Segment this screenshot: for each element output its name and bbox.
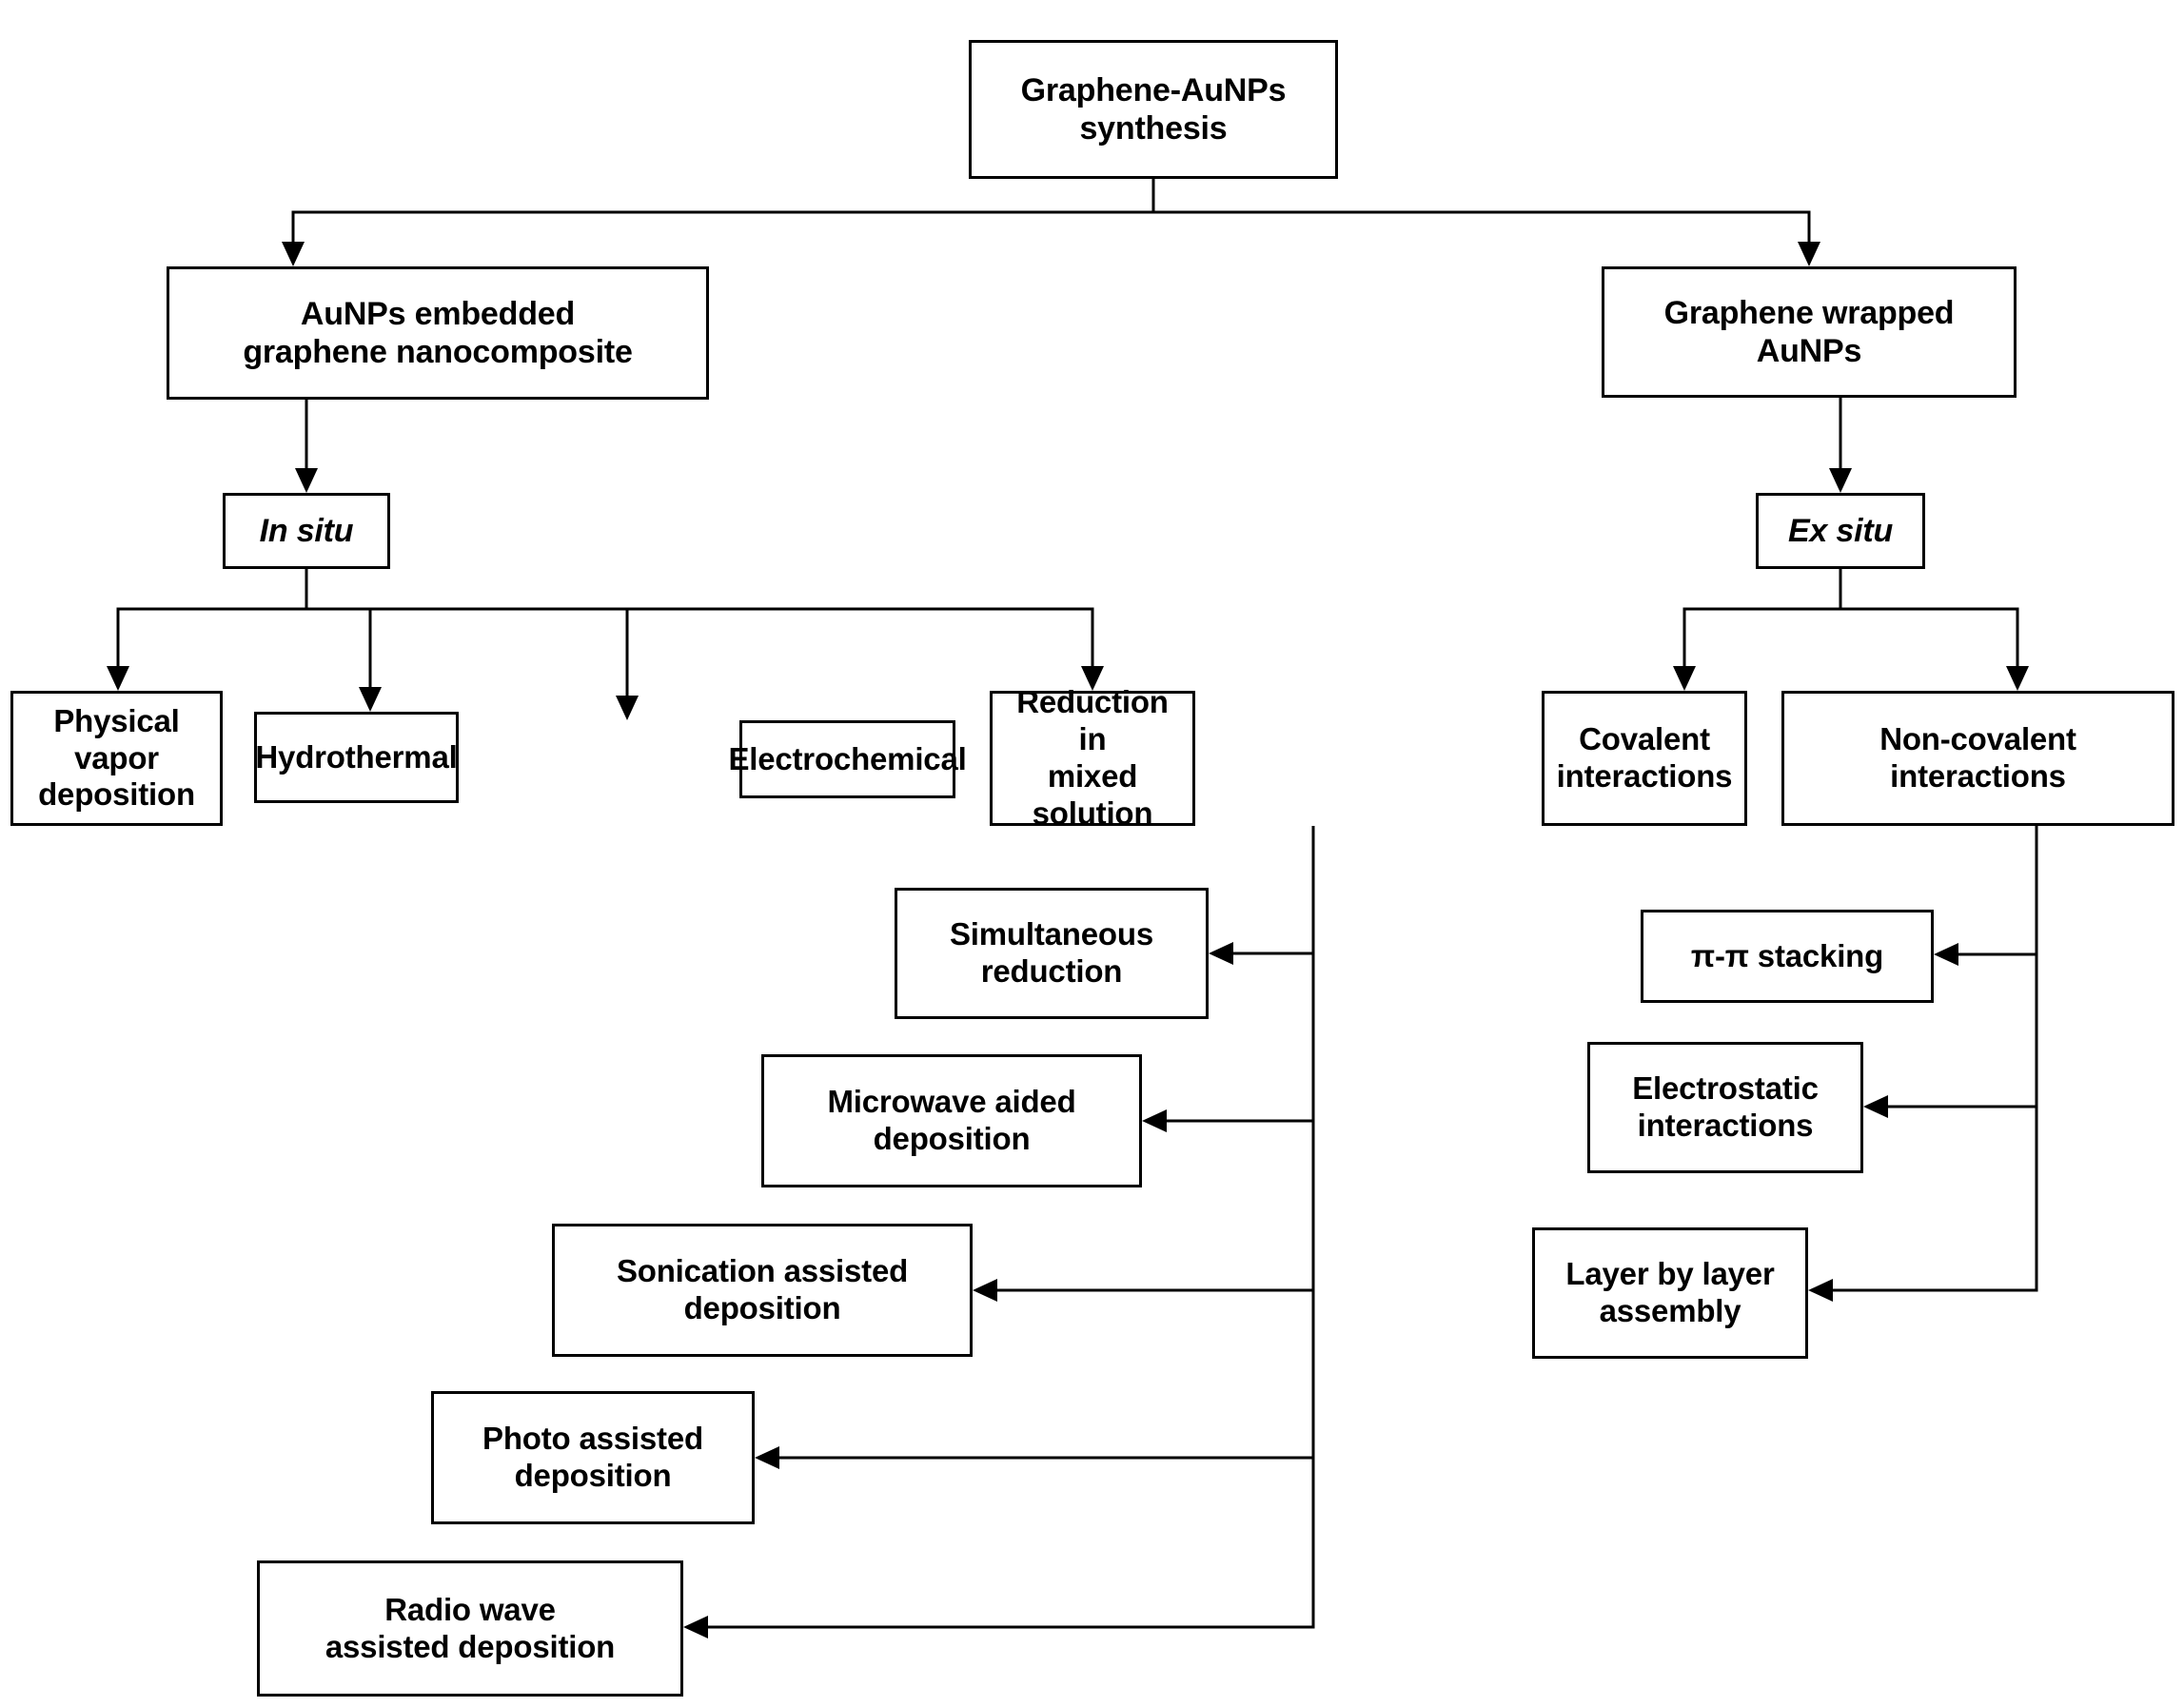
node-root: Graphene-AuNPs synthesis: [969, 40, 1338, 179]
node-label-physical-vapor-deposition: Physical vapor deposition: [38, 702, 195, 813]
node-electrostatic-interactions: Electrostatic interactions: [1587, 1042, 1863, 1173]
node-label-electrostatic-interactions: Electrostatic interactions: [1632, 1070, 1819, 1143]
node-label-ex-situ: Ex situ: [1787, 512, 1894, 549]
node-label-layer-by-layer-assembly: Layer by layer assembly: [1565, 1256, 1775, 1328]
node-layer-by-layer-assembly: Layer by layer assembly: [1532, 1227, 1808, 1359]
node-label-hydrothermal: Hydrothermal: [255, 738, 458, 775]
connector-root-to-aunps-embedded: [282, 179, 1155, 266]
connector-line: [1230, 826, 1315, 955]
node-label-graphene-wrapped: Graphene wrapped AuNPs: [1663, 294, 1955, 369]
node-hydrothermal: Hydrothermal: [254, 712, 459, 803]
connector-line: [1839, 569, 2019, 670]
arrowhead: [2006, 666, 2029, 691]
node-microwave-aided-deposition: Microwave aided deposition: [761, 1054, 1142, 1187]
node-label-aunps-embedded: AuNPs embedded graphene nanocomposite: [243, 295, 633, 370]
node-pi-pi-stacking: π-π stacking: [1641, 910, 1934, 1003]
arrowhead: [616, 696, 639, 720]
arrowhead: [1863, 1095, 1888, 1118]
arrowhead: [683, 1616, 708, 1638]
connector-line: [1955, 826, 2038, 956]
node-label-reduction-in-mixed-solution: Reduction in mixed solution: [1016, 684, 1169, 831]
arrowhead: [1209, 942, 1233, 965]
connector-in-situ-to-electrochemical: [305, 569, 639, 720]
node-radio-wave-assisted-deposition: Radio wave assisted deposition: [257, 1560, 683, 1697]
arrowhead: [973, 1279, 997, 1302]
node-label-electrochemical: Electrochemical: [728, 740, 967, 776]
node-label-simultaneous-reduction: Simultaneous reduction: [950, 916, 1153, 989]
connector-in-situ-to-reduction: [305, 569, 1104, 691]
connector-ex-situ-to-covalent: [1673, 569, 1842, 691]
node-covalent-interactions: Covalent interactions: [1542, 691, 1747, 826]
arrowhead: [1829, 468, 1852, 493]
node-label-pi-pi-stacking: π-π stacking: [1690, 937, 1884, 973]
connector-in-situ-to-hydrothermal: [305, 569, 382, 712]
node-label-photo-assisted-deposition: Photo assisted deposition: [482, 1421, 703, 1493]
arrowhead: [359, 687, 382, 712]
arrowhead: [755, 1446, 779, 1469]
connector-non-covalent-to-pi-pi: [1934, 826, 2038, 966]
node-label-in-situ: In situ: [259, 512, 354, 549]
arrowhead: [1934, 943, 1958, 966]
node-label-radio-wave-assisted-deposition: Radio wave assisted deposition: [325, 1591, 616, 1664]
node-aunps-embedded: AuNPs embedded graphene nanocomposite: [167, 266, 709, 400]
node-electrochemical: Electrochemical: [728, 720, 967, 798]
connector-ex-situ-to-non-covalent: [1839, 569, 2029, 691]
node-simultaneous-reduction: Simultaneous reduction: [895, 888, 1209, 1019]
node-physical-vapor-deposition: Physical vapor deposition: [10, 691, 223, 826]
connector-aunps-embedded-to-in-situ: [295, 400, 318, 493]
connector-line: [305, 569, 629, 699]
arrowhead: [1798, 242, 1820, 266]
connector-line: [291, 179, 1155, 245]
node-non-covalent-interactions: Non-covalent interactions: [1781, 691, 2174, 826]
connector-in-situ-to-physical-vapor: [107, 569, 308, 691]
node-label-non-covalent-interactions: Non-covalent interactions: [1879, 721, 2076, 794]
connector-line: [305, 569, 372, 691]
connector-line: [116, 569, 308, 670]
arrowhead: [1142, 1109, 1167, 1132]
arrowhead: [282, 242, 305, 266]
node-reduction-in-mixed-solution: Reduction in mixed solution: [990, 684, 1195, 831]
connector-root-to-graphene-wrapped: [1151, 179, 1820, 266]
arrowhead: [1673, 666, 1696, 691]
connector-reduction-to-simultaneous: [1209, 826, 1315, 965]
node-graphene-wrapped: Graphene wrapped AuNPs: [1602, 266, 2017, 398]
node-label-root: Graphene-AuNPs synthesis: [1020, 71, 1287, 147]
connector-line: [1151, 179, 1811, 245]
arrowhead: [107, 666, 129, 691]
node-label-sonication-assisted-deposition: Sonication assisted deposition: [616, 1253, 909, 1325]
node-ex-situ: Ex situ: [1756, 493, 1925, 569]
connector-graphene-wrapped-to-ex-situ: [1829, 398, 1852, 493]
node-sonication-assisted-deposition: Sonication assisted deposition: [552, 1224, 973, 1357]
connector-line: [305, 569, 1094, 670]
node-label-covalent-interactions: Covalent interactions: [1556, 721, 1733, 794]
connector-line: [1682, 569, 1842, 670]
arrowhead: [1808, 1279, 1833, 1302]
node-label-microwave-aided-deposition: Microwave aided deposition: [827, 1084, 1076, 1156]
arrowhead: [295, 468, 318, 493]
node-photo-assisted-deposition: Photo assisted deposition: [431, 1391, 755, 1524]
node-in-situ: In situ: [223, 493, 390, 569]
